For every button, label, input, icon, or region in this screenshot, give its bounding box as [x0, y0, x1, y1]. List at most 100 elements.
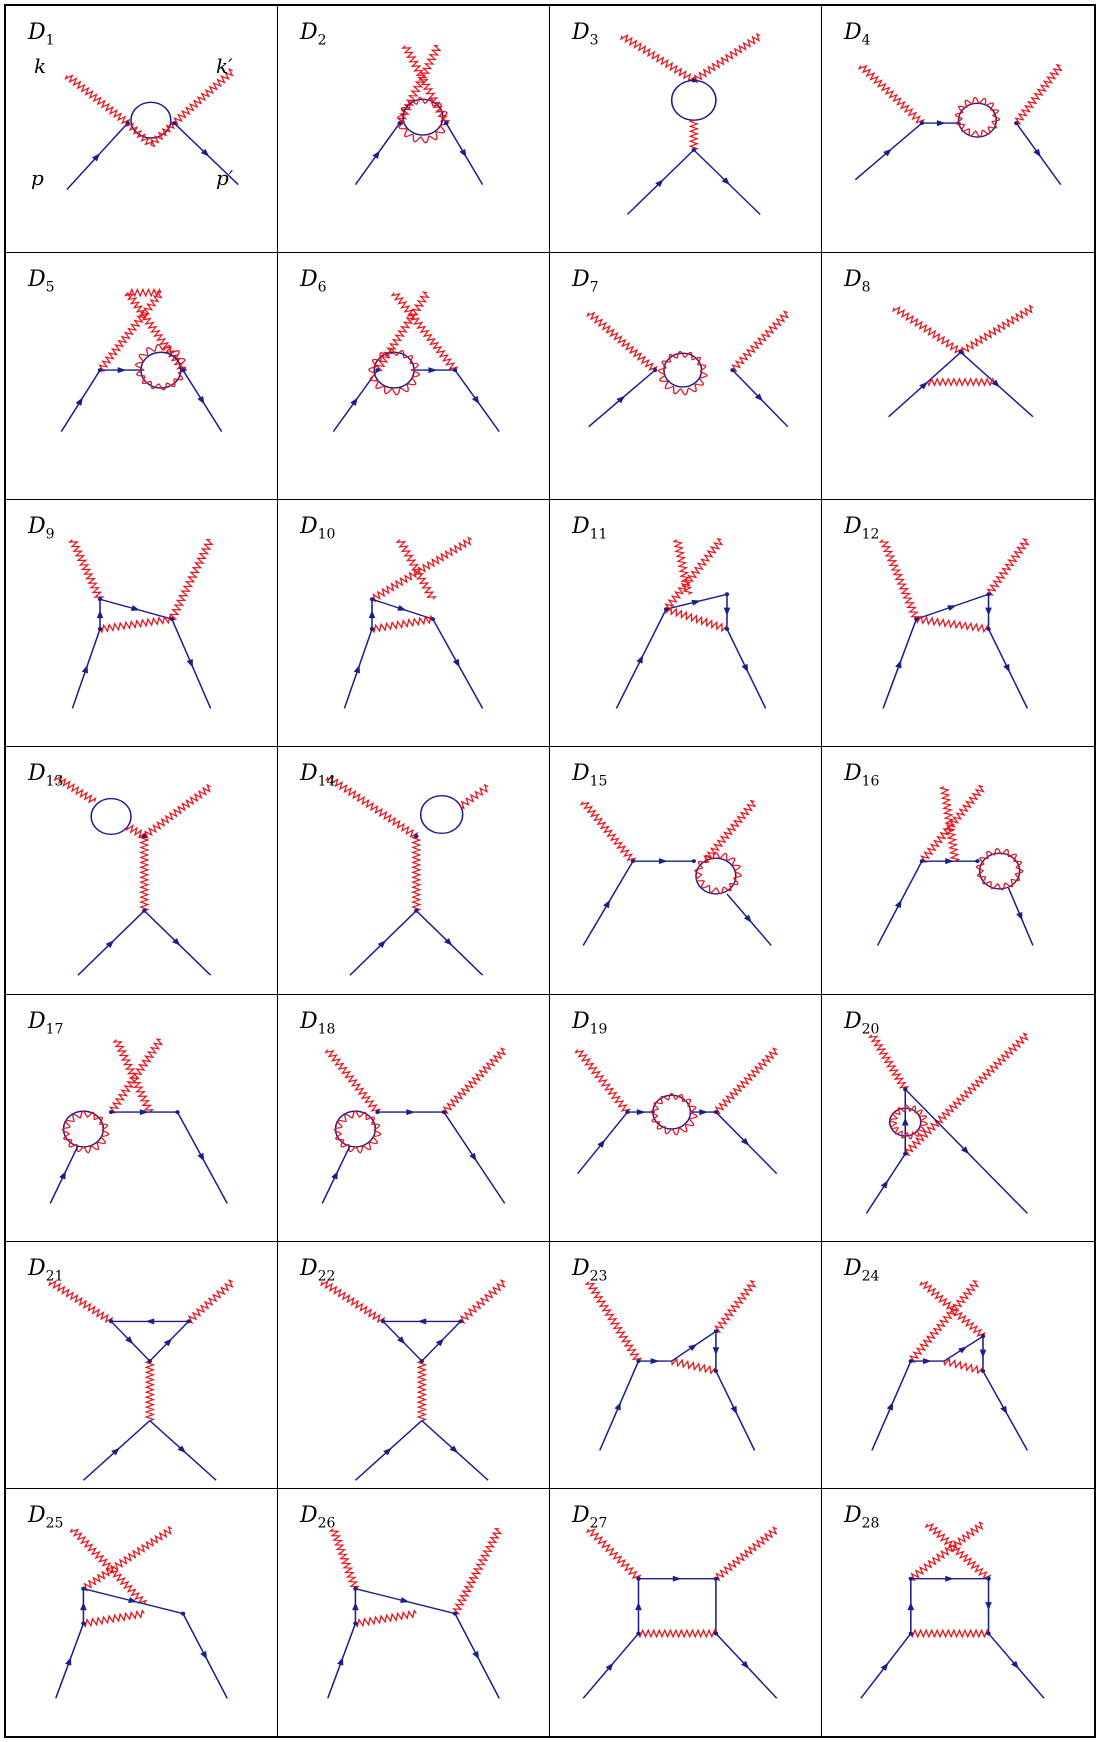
fermion-arrow	[650, 1357, 660, 1364]
feynman-diagram	[615, 538, 767, 709]
diagram-cell-8: D8	[822, 253, 1094, 501]
photon-line	[672, 539, 694, 596]
vertex-dot	[430, 617, 436, 622]
fermion-arrow	[614, 1401, 621, 1411]
fermion-arrow	[471, 396, 480, 405]
fermion-arrow	[172, 938, 181, 947]
fermion-arrow	[428, 367, 438, 374]
photon-loop	[367, 348, 421, 396]
photon-line	[99, 614, 173, 634]
diagram-cell-13: D13	[6, 747, 278, 995]
fermion-arrow	[397, 1336, 406, 1344]
diagram-cell-12: D12	[822, 500, 1094, 748]
photon-loop	[396, 96, 450, 144]
vertex-dot	[713, 1329, 719, 1334]
feynman-diagram	[619, 32, 761, 215]
feynman-diagram	[582, 1525, 778, 1699]
vertex-dot	[97, 627, 103, 632]
vertex-dot	[108, 1319, 114, 1324]
fermion-arrow	[352, 1601, 359, 1610]
fermion-loop	[957, 102, 998, 138]
vertex-dot	[908, 1358, 914, 1363]
vertex-dot	[975, 859, 980, 864]
fermion-arrow	[919, 381, 928, 390]
diagram-cell-14: D14	[278, 747, 550, 995]
photon-line	[82, 1608, 145, 1628]
fermion-arrow	[699, 1108, 709, 1115]
photon-line	[69, 1528, 148, 1604]
vertex-dot	[353, 1586, 358, 1591]
feynman-diagram	[871, 1279, 1029, 1451]
vertex-dot	[636, 1631, 641, 1636]
fermion-arrow	[96, 610, 104, 619]
vertex-dot	[663, 607, 669, 612]
vertex-dot	[908, 1631, 914, 1636]
vertex-dot	[441, 1109, 447, 1114]
fermion-arrow	[1016, 912, 1023, 921]
fermion-arrow	[459, 148, 467, 158]
fermion-arrow	[128, 1597, 138, 1603]
photon-line	[83, 1525, 173, 1592]
feynman-diagram	[321, 1046, 507, 1204]
fermion-arrow	[894, 900, 902, 909]
fermion-arrow	[880, 1179, 889, 1189]
vertex-dot	[419, 1358, 425, 1363]
photon-line	[909, 1279, 980, 1363]
vertex-dot	[180, 1611, 186, 1616]
vertex-dot	[903, 1086, 908, 1091]
vertex-dot	[369, 597, 375, 602]
vertex-dot	[81, 1586, 86, 1591]
photon-loop	[888, 1103, 929, 1140]
fermion-arrow	[111, 1447, 120, 1456]
photon-line	[867, 1033, 910, 1090]
vertex-dot	[691, 78, 697, 83]
fermion-arrow	[417, 1318, 427, 1325]
diagram-cell-2: D2	[278, 6, 550, 254]
feynman-diagram	[49, 1037, 228, 1204]
photon-line	[714, 1046, 779, 1114]
photon-loop	[649, 1092, 698, 1136]
diagram-cell-4: D4	[822, 6, 1094, 254]
diagram-cell-9: D9	[6, 500, 278, 748]
photon-line	[715, 1525, 778, 1582]
fermion-arrow	[730, 1405, 738, 1415]
feynman-diagram	[888, 304, 1034, 418]
photon-line	[703, 800, 757, 864]
vertex-dot	[108, 1109, 114, 1114]
fermion-arrow	[691, 600, 701, 606]
photon-line	[459, 1278, 506, 1324]
fermion-loop	[695, 857, 737, 896]
external-label-p-prime: p′	[216, 166, 234, 190]
fermion-arrow	[741, 664, 749, 673]
photon-line	[619, 33, 696, 83]
vertex-dot	[713, 1576, 719, 1581]
fermion-arrow	[197, 396, 205, 405]
vertex-dot	[369, 627, 375, 632]
photon-line	[401, 45, 451, 124]
vertex-dot	[986, 1631, 991, 1636]
fermion-arrow	[200, 148, 210, 157]
diagram-cell-7: D7	[550, 253, 822, 501]
vertex-dot	[919, 859, 925, 864]
vertex-dot	[919, 121, 925, 126]
external-label-k-prime: k′	[216, 54, 233, 78]
photon-line	[144, 1360, 156, 1421]
vertex-dot	[186, 1319, 191, 1324]
fermion-arrow	[672, 1575, 682, 1582]
vertex-dot	[458, 1319, 463, 1324]
photon-line	[915, 615, 990, 634]
photon-line	[395, 539, 437, 600]
fermion-arrow	[200, 1650, 207, 1660]
fermion-arrow	[616, 395, 626, 404]
fermion-arrow	[163, 1337, 173, 1346]
fermion-loop	[90, 798, 132, 836]
feynman-diagram	[354, 44, 484, 186]
vertex-dot	[169, 617, 175, 622]
photon-line	[187, 1278, 234, 1324]
photon-line	[903, 1031, 1029, 1156]
fermion-arrow	[435, 1337, 445, 1346]
photon-line	[714, 1279, 757, 1333]
fermion-arrow	[331, 1170, 338, 1180]
